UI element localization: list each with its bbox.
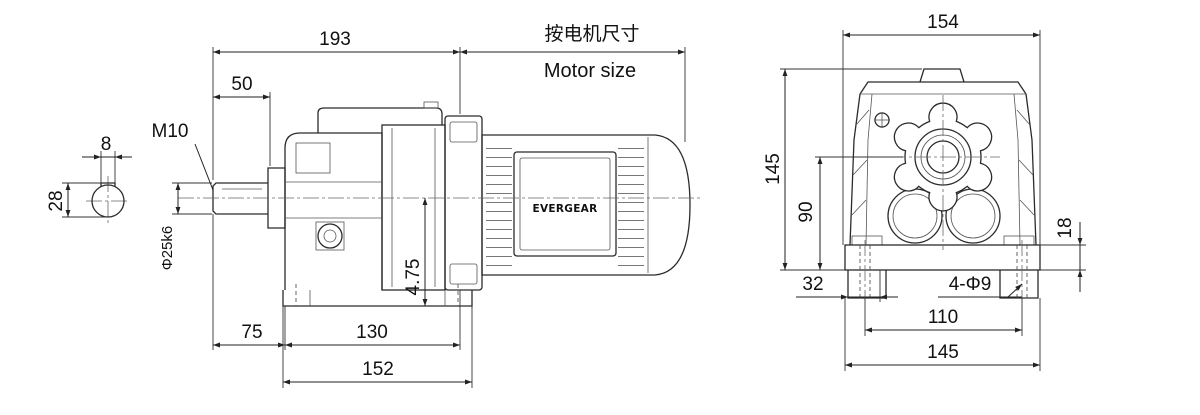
terminal-box-inner	[519, 157, 611, 251]
foot-offset-label: 32	[802, 274, 823, 295]
base-thickness-label: 18	[1055, 217, 1076, 238]
shaft-diameter-label: Φ25k6	[159, 226, 176, 271]
housing-right-rib	[1013, 93, 1021, 246]
rib-hatch	[1019, 199, 1035, 216]
dim-75-label: 75	[241, 322, 262, 343]
gearbox-feet	[282, 290, 473, 307]
gearbox-top-cap	[317, 107, 443, 133]
top-vent-cap	[919, 68, 965, 83]
shaft-length-label: 50	[231, 74, 252, 95]
housing-left-side	[849, 93, 861, 246]
shaft-section-view: 8 28	[46, 134, 132, 226]
overall-length-label: 193	[319, 29, 351, 50]
rib-hatch	[852, 159, 868, 176]
lower-gear-right-inner	[950, 193, 996, 239]
housing-right-side	[1025, 93, 1037, 246]
base-plate	[844, 244, 1041, 271]
oil-plug-seat	[315, 221, 345, 251]
holes-leader-tip	[1007, 283, 1023, 298]
center-height-label: 4.75	[403, 259, 424, 296]
housing-boss	[295, 142, 331, 174]
base-width-label: 145	[927, 342, 959, 363]
dim-130-label: 130	[356, 322, 388, 343]
side-view: 154 145 90 18 32 4-Φ9 110	[763, 12, 1086, 371]
key-height-label: 28	[46, 190, 67, 211]
terminal-box	[513, 151, 617, 257]
flange-lug-bottom	[449, 263, 478, 285]
bolt-boss-left	[851, 235, 883, 246]
motor-size-label-cn: 按电机尺寸	[544, 23, 639, 45]
shaft-height-label: 90	[796, 201, 817, 222]
rib-hatch	[1016, 109, 1031, 126]
hole-spacing-label: 110	[928, 307, 958, 328]
rib-hatch	[851, 199, 867, 216]
shaft-section-circle	[91, 184, 125, 218]
motor-body	[481, 134, 691, 276]
keyway	[100, 182, 116, 187]
height-label: 145	[763, 153, 784, 185]
rib-hatch	[855, 109, 870, 126]
holes-label: 4-Φ9	[949, 274, 992, 295]
dim-152-label: 152	[362, 359, 394, 380]
lower-gear-left-inner	[892, 193, 938, 239]
thread-label: M10	[152, 121, 189, 142]
housing-left-rib	[865, 93, 873, 246]
motor-size-label-en: Motor size	[544, 60, 636, 82]
motor-fins-left	[486, 142, 512, 268]
rib-hatch	[1018, 159, 1034, 176]
oil-plug	[317, 223, 343, 249]
thread-leader	[194, 143, 214, 191]
bolt-boss-right	[1003, 235, 1035, 246]
top-width-label: 154	[927, 12, 959, 33]
motor-fins-right	[618, 142, 644, 268]
housing-top	[859, 81, 1027, 95]
output-shaft	[212, 182, 268, 215]
right-foot	[999, 270, 1039, 299]
key-width-label: 8	[101, 134, 112, 155]
front-view: EVERGEAR 193 按电机尺寸 Motor size 50 M10 Φ25…	[152, 23, 700, 388]
gearbox-vent	[423, 101, 439, 109]
brand-label: EVERGEAR	[533, 203, 598, 215]
gearbox-front-housing	[284, 132, 383, 290]
left-foot	[847, 270, 887, 299]
flange-lug-top	[449, 121, 478, 143]
oil-plug-inner	[323, 229, 337, 243]
